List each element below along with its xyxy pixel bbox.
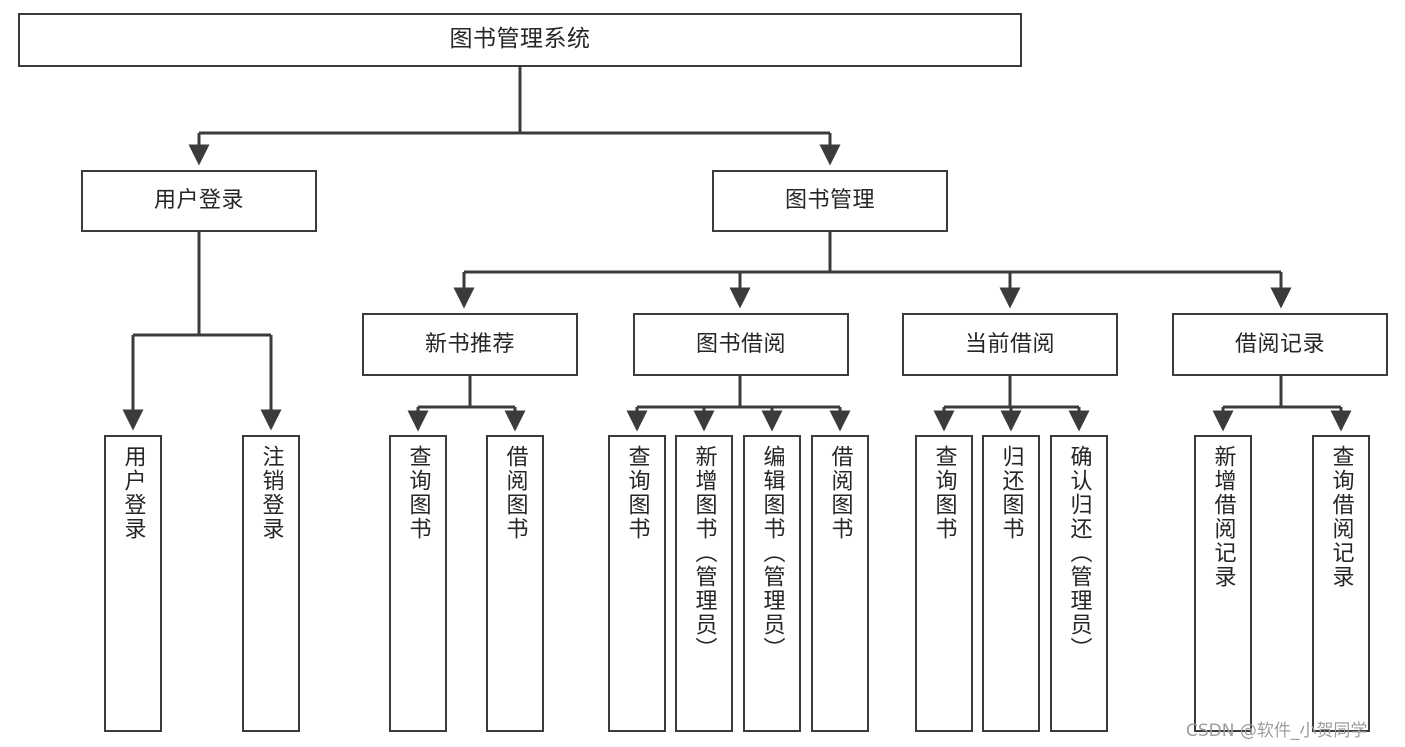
leaf-user-login-label: 用户登录 xyxy=(120,445,146,541)
node-book-borrow[interactable]: 图书借阅 xyxy=(633,313,849,376)
leaf-query-book-newbook-label: 查询图书 xyxy=(405,445,431,541)
node-book-borrow-label: 图书借阅 xyxy=(695,331,786,357)
leaf-logout[interactable]: 注销登录 xyxy=(242,435,300,732)
leaf-edit-book-label: 编辑图书（管理员） xyxy=(759,445,785,661)
leaf-return-book-label: 归还图书 xyxy=(998,445,1024,541)
leaf-confirm-return[interactable]: 确认归还（管理员） xyxy=(1050,435,1108,732)
leaf-add-record-label: 新增借阅记录 xyxy=(1210,445,1236,589)
leaf-borrow-book-borrow[interactable]: 借阅图书 xyxy=(811,435,869,732)
node-borrow-record[interactable]: 借阅记录 xyxy=(1172,313,1388,376)
leaf-query-book-borrow-label: 查询图书 xyxy=(624,445,650,541)
leaf-add-record[interactable]: 新增借阅记录 xyxy=(1194,435,1252,732)
leaf-query-record[interactable]: 查询借阅记录 xyxy=(1312,435,1370,732)
leaf-return-book[interactable]: 归还图书 xyxy=(982,435,1040,732)
leaf-borrow-book-newbook-label: 借阅图书 xyxy=(502,445,528,541)
node-root[interactable]: 图书管理系统 xyxy=(18,13,1022,67)
node-root-label: 图书管理系统 xyxy=(449,26,591,53)
leaf-query-book-current[interactable]: 查询图书 xyxy=(915,435,973,732)
node-user-login[interactable]: 用户登录 xyxy=(81,170,317,232)
leaf-logout-label: 注销登录 xyxy=(258,445,284,541)
node-new-book-recommend[interactable]: 新书推荐 xyxy=(362,313,578,376)
leaf-query-record-label: 查询借阅记录 xyxy=(1328,445,1354,589)
node-borrow-record-label: 借阅记录 xyxy=(1234,331,1325,357)
leaf-query-book-current-label: 查询图书 xyxy=(931,445,957,541)
leaf-query-book-newbook[interactable]: 查询图书 xyxy=(389,435,447,732)
node-new-book-recommend-label: 新书推荐 xyxy=(424,331,515,357)
leaf-borrow-book-borrow-label: 借阅图书 xyxy=(827,445,853,541)
leaf-borrow-book-newbook[interactable]: 借阅图书 xyxy=(486,435,544,732)
watermark: CSDN @软件_小贺同学 xyxy=(1186,721,1368,741)
node-user-login-label: 用户登录 xyxy=(153,188,244,214)
leaf-query-book-borrow[interactable]: 查询图书 xyxy=(608,435,666,732)
node-current-borrow[interactable]: 当前借阅 xyxy=(902,313,1118,376)
leaf-confirm-return-label: 确认归还（管理员） xyxy=(1066,445,1092,661)
leaf-add-book[interactable]: 新增图书（管理员） xyxy=(675,435,733,732)
leaf-add-book-label: 新增图书（管理员） xyxy=(691,445,717,661)
node-book-management-label: 图书管理 xyxy=(784,188,875,214)
node-book-management[interactable]: 图书管理 xyxy=(712,170,948,232)
leaf-user-login[interactable]: 用户登录 xyxy=(104,435,162,732)
node-current-borrow-label: 当前借阅 xyxy=(964,331,1055,357)
leaf-edit-book[interactable]: 编辑图书（管理员） xyxy=(743,435,801,732)
